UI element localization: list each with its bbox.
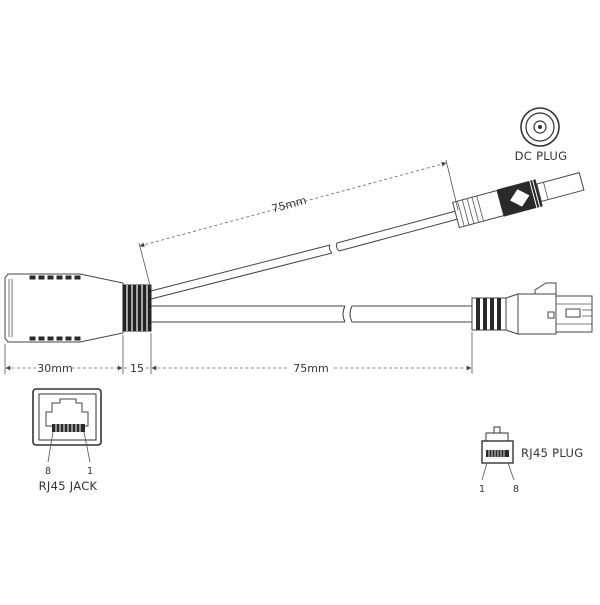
plug-pin-8: 8: [513, 484, 519, 495]
bottom-dimensions: [4, 332, 473, 374]
jack-dimension-text: 30mm: [37, 362, 72, 375]
jack-bottom-grip: [29, 336, 81, 341]
rj45-cable: [151, 305, 472, 323]
rj45-jack-label: RJ45 JACK: [39, 479, 98, 493]
dc-plug-label: DC PLUG: [515, 149, 568, 163]
dc-plug-body: [452, 172, 585, 229]
rj45-jack-front-view: [32, 388, 102, 463]
rj45-plug-label: RJ45 PLUG: [521, 446, 583, 460]
jack-boot: [122, 284, 152, 332]
cable-dimension-text: 75mm: [293, 362, 328, 375]
dc-plug-end-view: [520, 107, 560, 147]
boot-dimension-text: 15: [130, 362, 144, 375]
jack-pin-1: 1: [87, 466, 93, 477]
dc-cable: [150, 210, 459, 300]
jack-top-grip: [29, 275, 81, 280]
jack-pin-8: 8: [45, 466, 51, 477]
plug-pin-1: 1: [479, 484, 485, 495]
diag-dimension: [138, 159, 459, 290]
diag-dimension-text: 75mm: [270, 194, 308, 216]
rj45-plug-front-view: [481, 426, 515, 481]
rj45-jack-body: [4, 273, 124, 343]
rj45-plug-body: [471, 282, 593, 335]
